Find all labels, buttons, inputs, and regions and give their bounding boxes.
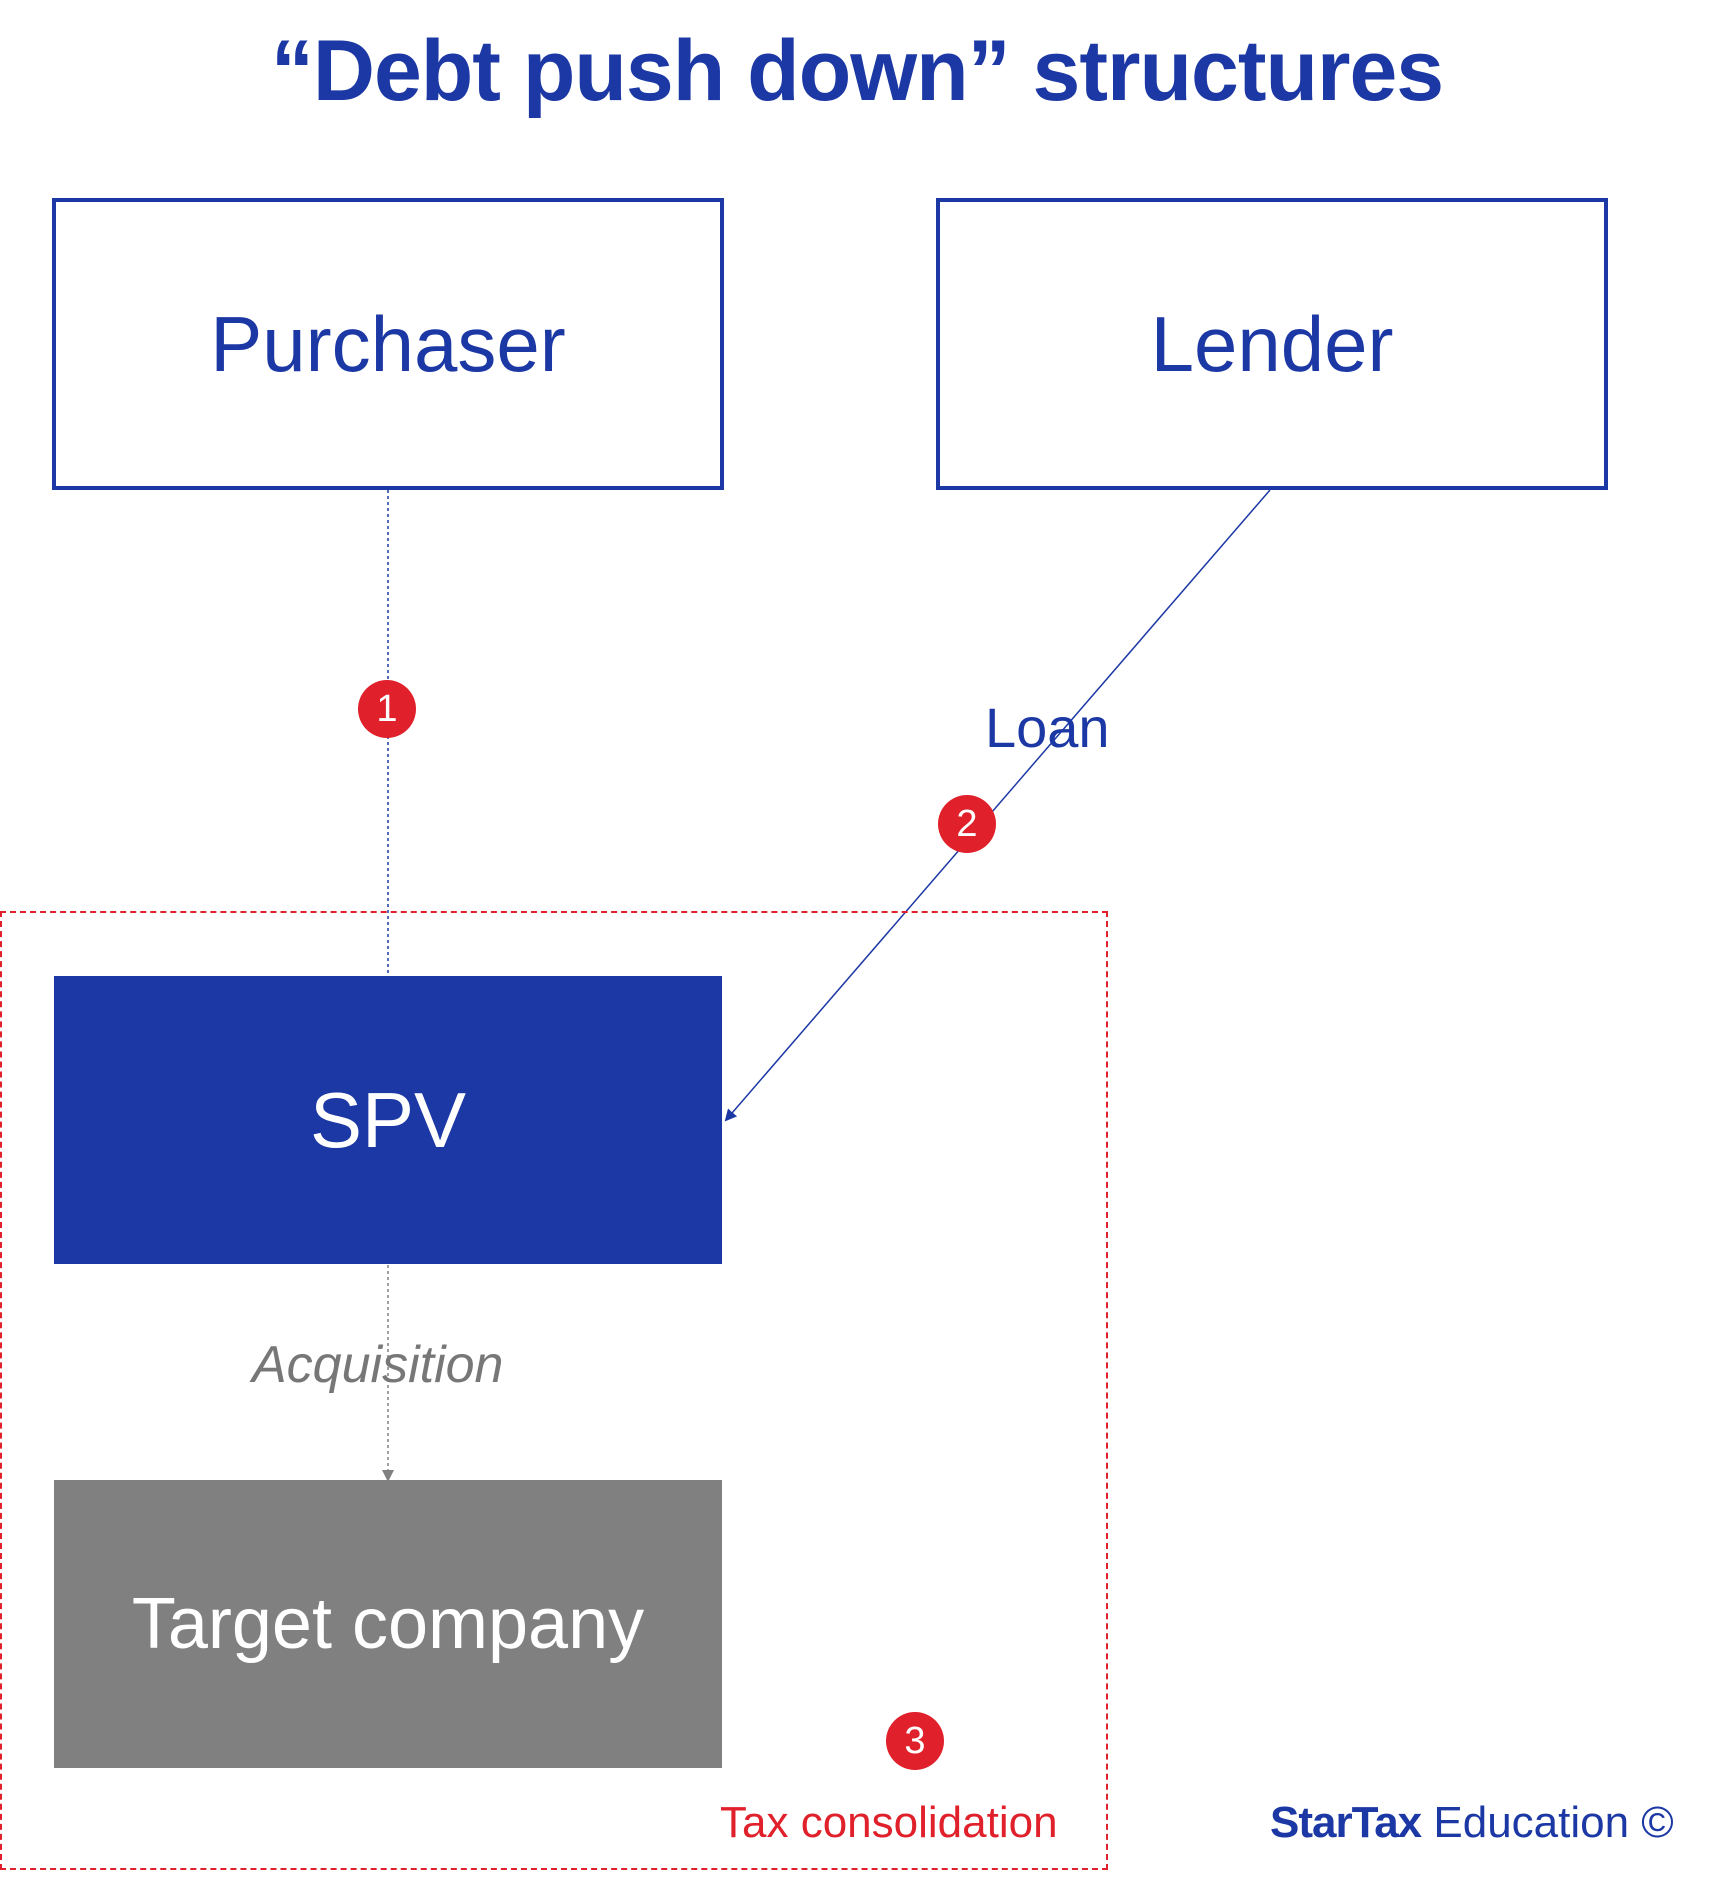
lender-box: Lender — [936, 198, 1608, 490]
target-company-box: Target company — [54, 1480, 722, 1768]
step-badge-2: 2 — [938, 795, 996, 853]
tax-consolidation-label: Tax consolidation — [720, 1798, 1058, 1847]
brand-name-bold: StarTax — [1270, 1798, 1422, 1847]
purchaser-box: Purchaser — [52, 198, 724, 490]
acquisition-label: Acquisition — [252, 1336, 504, 1394]
loan-arrow — [724, 489, 1271, 1122]
purchaser-label: Purchaser — [210, 299, 566, 388]
lender-label: Lender — [1150, 299, 1394, 388]
page-title: “Debt push down” structures — [270, 23, 1444, 119]
step-badge-1: 1 — [358, 680, 416, 738]
step-badge-3: 3 — [886, 1712, 944, 1770]
spv-label: SPV — [309, 1075, 467, 1164]
spv-box: SPV — [54, 976, 722, 1264]
brand-name-light: Education © — [1421, 1798, 1674, 1847]
tax-consolidation-frame — [0, 911, 1108, 1870]
target-company-label: Target company — [131, 1584, 645, 1664]
brand-logo: StarTax Education © — [1270, 1798, 1674, 1848]
loan-label: Loan — [985, 696, 1110, 759]
